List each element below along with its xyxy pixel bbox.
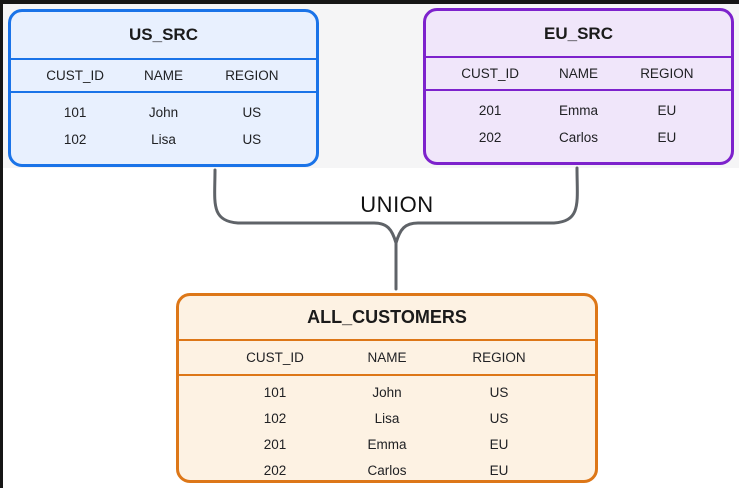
column-header-row: CUST_ID NAME REGION bbox=[179, 341, 595, 376]
column-header: NAME bbox=[143, 68, 183, 83]
union-operation-label: UNION bbox=[360, 192, 434, 217]
table-cell: Carlos bbox=[367, 463, 407, 478]
column-header-row: CUST_ID NAME REGION bbox=[11, 60, 316, 93]
table-cell: 102 bbox=[63, 132, 87, 147]
table-cell: 101 bbox=[63, 105, 87, 120]
column-header: CUST_ID bbox=[46, 68, 105, 83]
table-cell: 201 bbox=[263, 437, 287, 452]
table-row: 202 Carlos EU bbox=[219, 458, 555, 480]
table-cell: 201 bbox=[478, 103, 502, 118]
table-cell: Lisa bbox=[151, 132, 176, 147]
table-cell: 202 bbox=[478, 130, 502, 145]
table-all-customers: ALL_CUSTOMERS CUST_ID NAME REGION 101 Jo… bbox=[176, 293, 598, 483]
table-cell: US bbox=[489, 385, 509, 400]
column-header: NAME bbox=[367, 350, 407, 365]
table-cell: US bbox=[242, 132, 262, 147]
table-cell: Lisa bbox=[374, 411, 400, 426]
table-cell: 101 bbox=[263, 385, 287, 400]
table-cell: Emma bbox=[367, 437, 407, 452]
table-body: 101 John US 102 Lisa US 201 Emma EU 202 … bbox=[179, 376, 595, 480]
table-title-us-src: US_SRC bbox=[11, 12, 316, 60]
column-header-row: CUST_ID NAME REGION bbox=[426, 58, 731, 91]
table-cell: EU bbox=[489, 463, 509, 478]
top-frame-bar bbox=[0, 0, 739, 4]
left-frame-bar bbox=[0, 0, 3, 488]
table-cell: 102 bbox=[263, 411, 287, 426]
table-eu-src: EU_SRC CUST_ID NAME REGION 201 Emma EU 2… bbox=[423, 8, 734, 165]
table-row: 101 John US bbox=[219, 380, 555, 406]
table-cell: US bbox=[242, 105, 262, 120]
table-cell: EU bbox=[489, 437, 509, 452]
table-cell: John bbox=[372, 385, 402, 400]
table-cell: Carlos bbox=[558, 130, 598, 145]
column-header: NAME bbox=[558, 66, 598, 81]
table-row: 202 Carlos EU bbox=[446, 124, 711, 151]
table-body: 101 John US 102 Lisa US bbox=[11, 93, 316, 153]
table-title-all-customers: ALL_CUSTOMERS bbox=[179, 296, 595, 341]
column-header: REGION bbox=[640, 66, 694, 81]
table-row: 201 Emma EU bbox=[446, 97, 711, 124]
table-row: 101 John US bbox=[31, 99, 296, 126]
table-cell: Emma bbox=[558, 103, 598, 118]
table-row: 102 Lisa US bbox=[31, 126, 296, 153]
column-header: REGION bbox=[225, 68, 279, 83]
table-row: 201 Emma EU bbox=[219, 432, 555, 458]
table-title-eu-src: EU_SRC bbox=[426, 11, 731, 58]
column-header: CUST_ID bbox=[246, 350, 304, 365]
table-row: 102 Lisa US bbox=[219, 406, 555, 432]
column-header: REGION bbox=[472, 350, 526, 365]
table-cell: US bbox=[489, 411, 509, 426]
table-cell: EU bbox=[657, 130, 677, 145]
table-body: 201 Emma EU 202 Carlos EU bbox=[426, 91, 731, 151]
table-cell: 202 bbox=[263, 463, 287, 478]
table-us-src: US_SRC CUST_ID NAME REGION 101 John US 1… bbox=[8, 9, 319, 167]
table-cell: EU bbox=[657, 103, 677, 118]
table-cell: John bbox=[148, 105, 179, 120]
column-header: CUST_ID bbox=[461, 66, 520, 81]
